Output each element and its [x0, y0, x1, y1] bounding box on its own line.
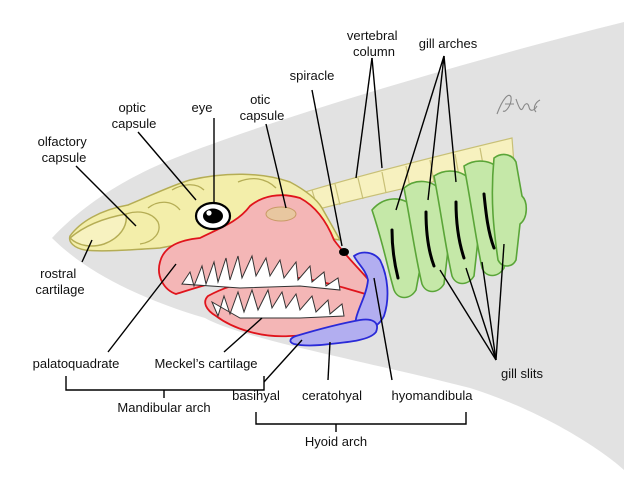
eye-shape [194, 201, 232, 231]
label-basihyal: basihyal [232, 388, 280, 403]
optic-capsule-shape [171, 177, 277, 191]
artist-signature [496, 94, 541, 115]
label-palatoquadrate: palatoquadrate [33, 356, 120, 371]
label-ceratohyal: ceratohyal [302, 388, 362, 403]
label-otic-capsule: otic capsule [240, 92, 285, 123]
label-spiracle: spiracle [290, 68, 335, 83]
label-gill-slits: gill slits [501, 366, 543, 381]
hyoid-arch-bracket [255, 412, 467, 432]
otic-capsule-shape [265, 206, 297, 222]
label-eye: eye [192, 100, 213, 115]
label-vertebral-column: vertebral column [347, 28, 401, 59]
label-mandibular-arch: Mandibular arch [117, 400, 210, 415]
gill-arches-shape [371, 153, 528, 299]
label-hyoid-arch: Hyoid arch [305, 434, 367, 449]
lower-teeth [210, 288, 345, 319]
gill-slits-shape [390, 192, 496, 280]
rostral-cartilage-shape [68, 213, 128, 247]
label-meckels-cartilage: Meckel’s cartilage [154, 356, 257, 371]
leader-lines [75, 55, 505, 383]
olfactory-capsule-shape [125, 201, 181, 245]
spiracle-shape [339, 248, 349, 256]
mandibular-arch-bracket [65, 376, 265, 398]
ceratohyal-shape [289, 318, 378, 347]
label-optic-capsule: optic capsule [112, 100, 157, 131]
upper-teeth [181, 254, 341, 291]
label-hyomandibula: hyomandibula [392, 388, 474, 403]
label-gill-arches: gill arches [419, 36, 478, 51]
label-rostral-cartilage: rostral cartilage [35, 266, 84, 297]
label-olfactory-capsule: olfactory capsule [38, 134, 91, 165]
